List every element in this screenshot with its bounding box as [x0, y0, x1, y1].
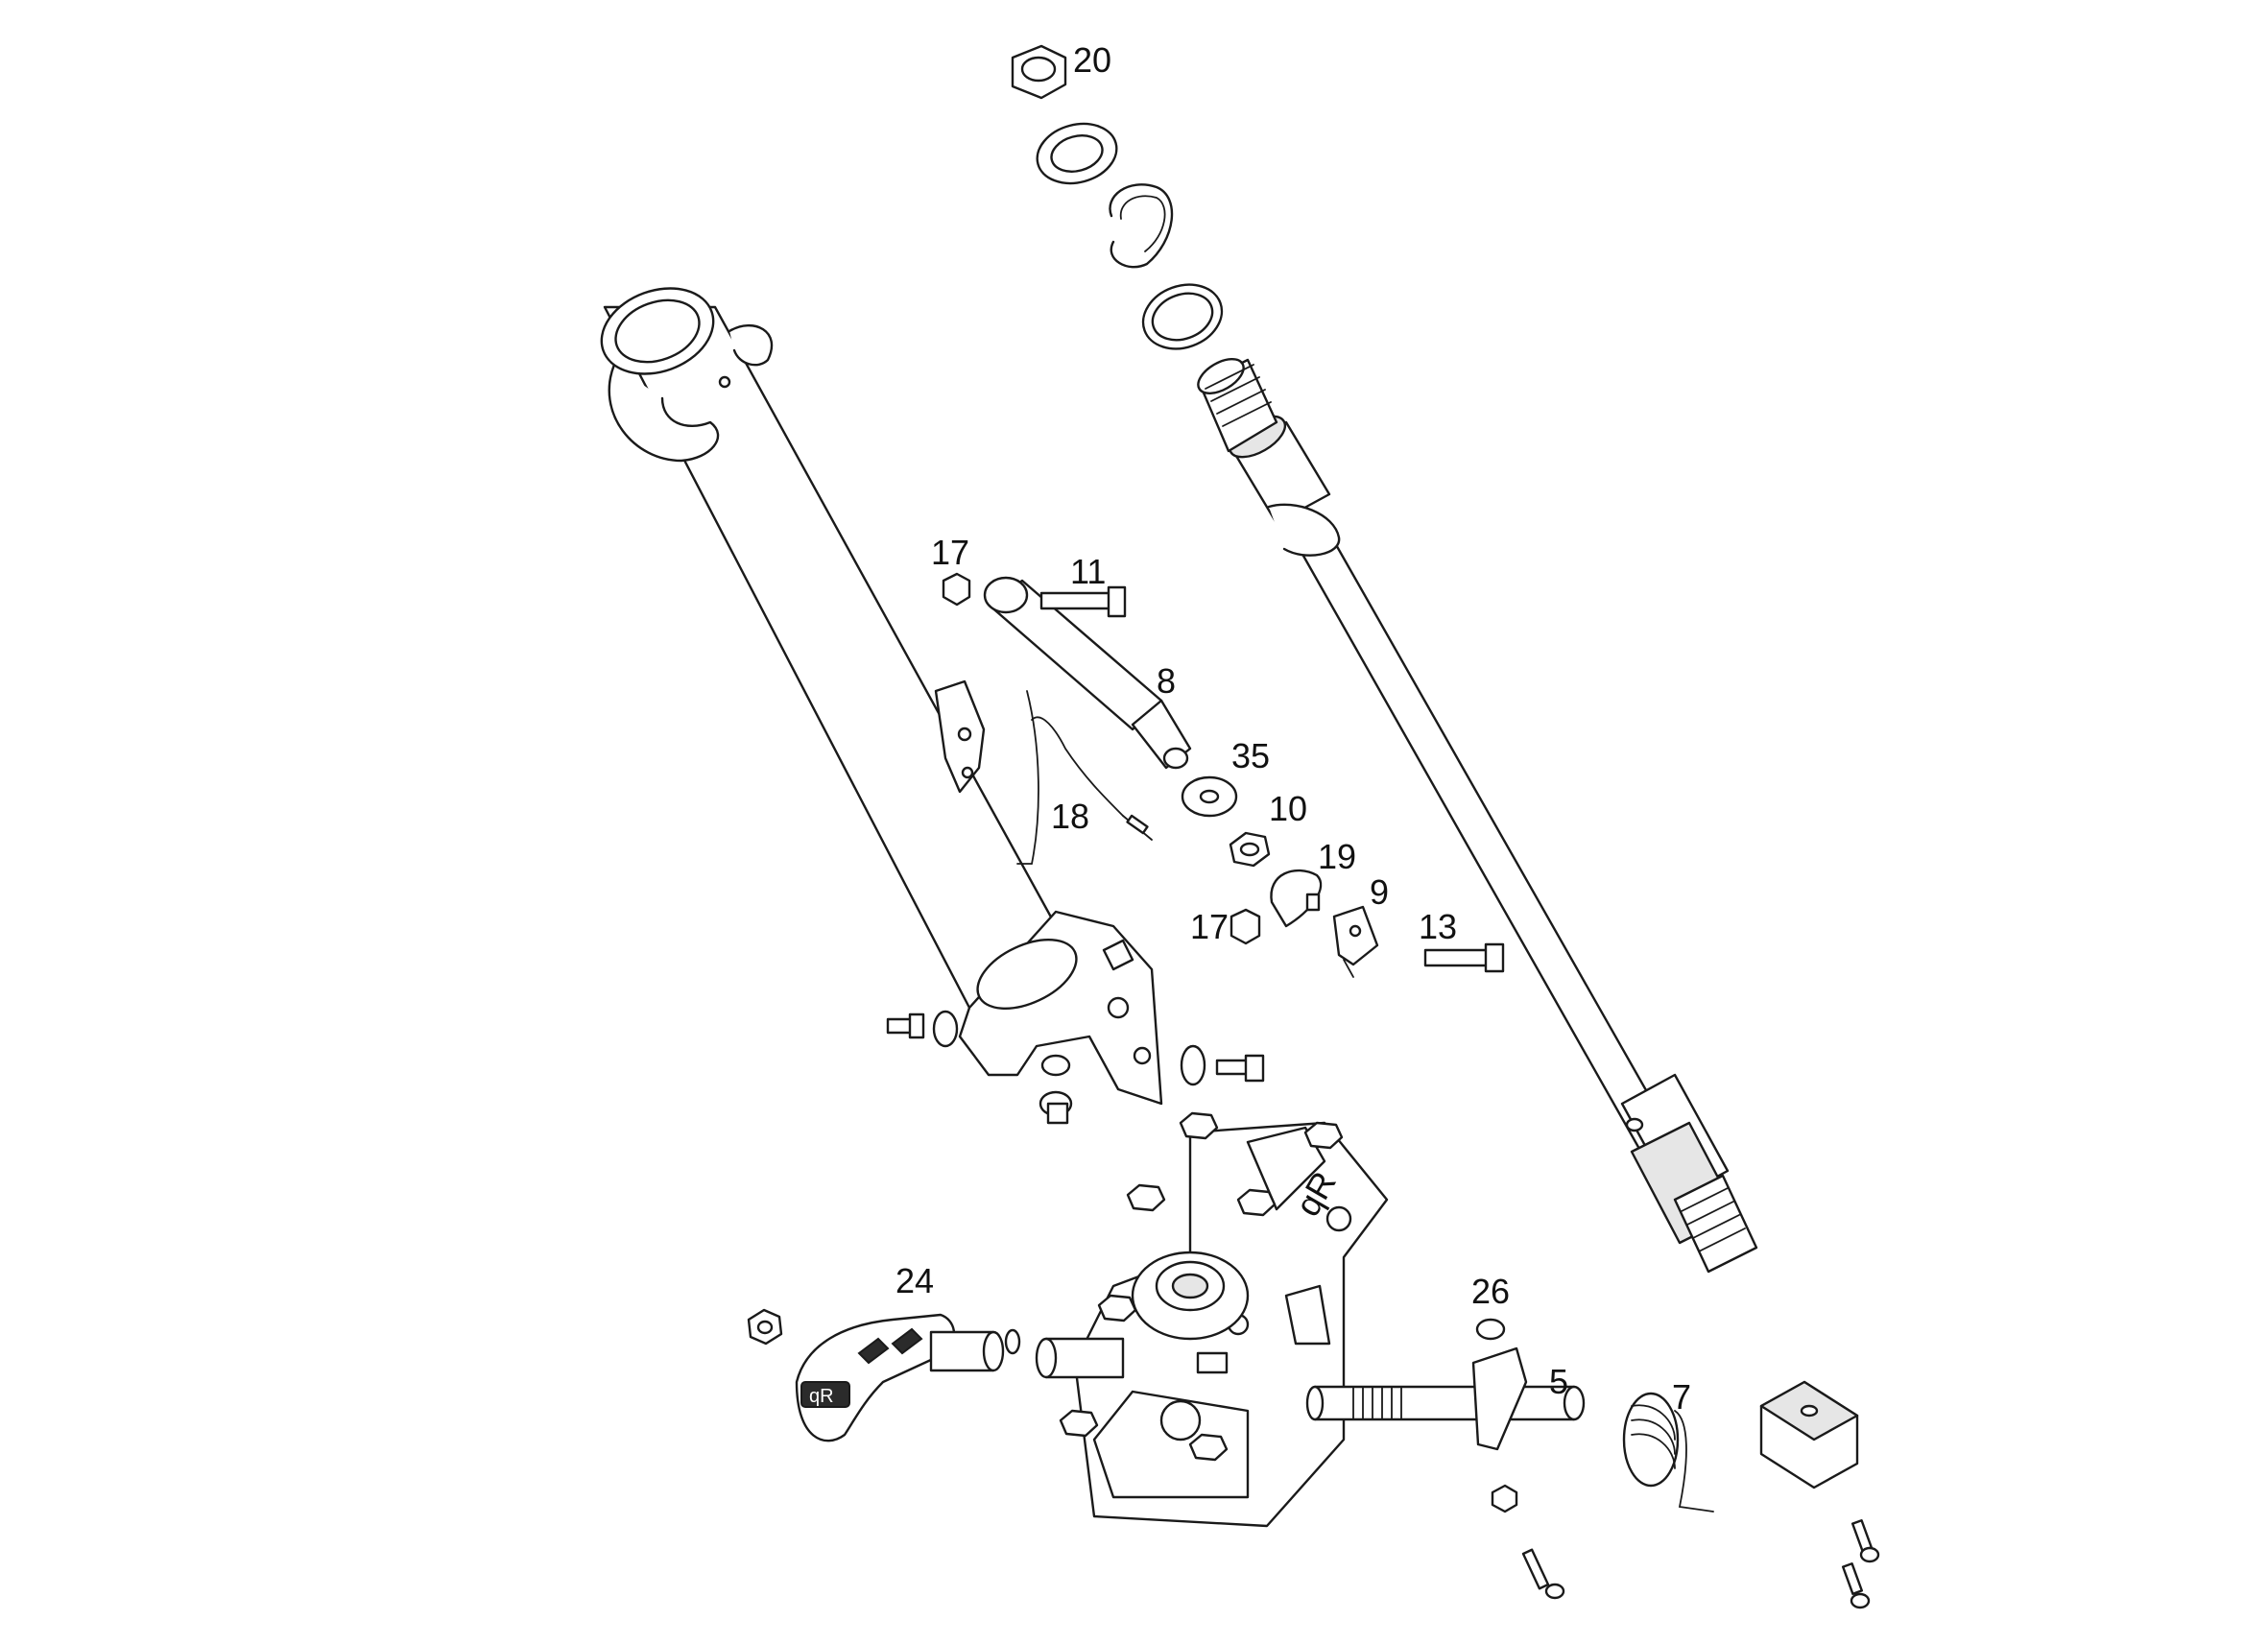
steering-column-tube — [600, 287, 1163, 1106]
callout-20: 20 — [1073, 40, 1111, 80]
spindle-nut — [1491, 1484, 1518, 1513]
callout-35: 35 — [1231, 736, 1270, 775]
callout-19: 19 — [1318, 837, 1356, 876]
bracket-bolt-1 — [1179, 1111, 1219, 1140]
bracket-bolt-3 — [1126, 1183, 1166, 1212]
cable-18 — [1031, 716, 1153, 841]
callout-17b: 17 — [1190, 907, 1229, 946]
bracket-9 — [1332, 905, 1379, 978]
nut-lever — [747, 1308, 783, 1346]
spring-7 — [1622, 1392, 1714, 1513]
bracket-bolt-6 — [1059, 1409, 1099, 1438]
column-bolt-left — [886, 1010, 959, 1048]
callout-9: 9 — [1370, 872, 1389, 912]
callout-13: 13 — [1419, 907, 1457, 946]
lever-24: qR — [795, 1313, 1005, 1442]
nut-17-lower — [1229, 908, 1261, 945]
column-washer-right — [1180, 1044, 1206, 1086]
bracket-bolt-7 — [1188, 1433, 1229, 1462]
screw-block-2 — [1841, 1561, 1871, 1609]
screw-spindle — [1521, 1548, 1565, 1600]
callout-26: 26 — [1471, 1272, 1510, 1311]
bracket-bolt-2 — [1303, 1121, 1344, 1150]
callout-17a: 17 — [931, 533, 969, 572]
column-bolt-right — [1215, 1054, 1265, 1083]
flat-washer — [1036, 122, 1118, 185]
clamp-block — [1759, 1380, 1859, 1489]
callout-7: 7 — [1672, 1377, 1691, 1417]
circlip — [1109, 183, 1174, 269]
lever-stamp-text: qR — [809, 1386, 834, 1407]
callout-18: 18 — [1051, 797, 1089, 836]
spindle-5 — [1305, 1346, 1586, 1451]
callout-11: 11 — [1070, 552, 1106, 591]
gas-strut-8 — [983, 576, 1192, 770]
callout-10: 10 — [1269, 789, 1307, 828]
callout-24: 24 — [895, 1261, 934, 1300]
bracket-bolt-5 — [1097, 1294, 1137, 1322]
nut-10 — [1229, 831, 1271, 868]
washer-lever — [1004, 1328, 1021, 1355]
washer-35 — [1181, 775, 1238, 818]
hex-nut-20 — [1011, 44, 1067, 100]
bracket-bolt-4 — [1236, 1188, 1277, 1217]
clip-19 — [1270, 869, 1323, 928]
column-bolt-lower — [1039, 1054, 1073, 1125]
callout-8: 8 — [1157, 661, 1176, 701]
o-ring — [1141, 283, 1224, 350]
nut-26 — [1475, 1318, 1506, 1341]
bolt-13 — [1423, 942, 1505, 973]
steering-shaft — [1197, 358, 1758, 1274]
mounting-bracket — [1035, 1121, 1389, 1528]
callout-5: 5 — [1549, 1362, 1568, 1401]
nut-17-top — [942, 572, 971, 607]
bolt-11 — [1039, 585, 1127, 618]
screw-block-1 — [1850, 1518, 1880, 1563]
